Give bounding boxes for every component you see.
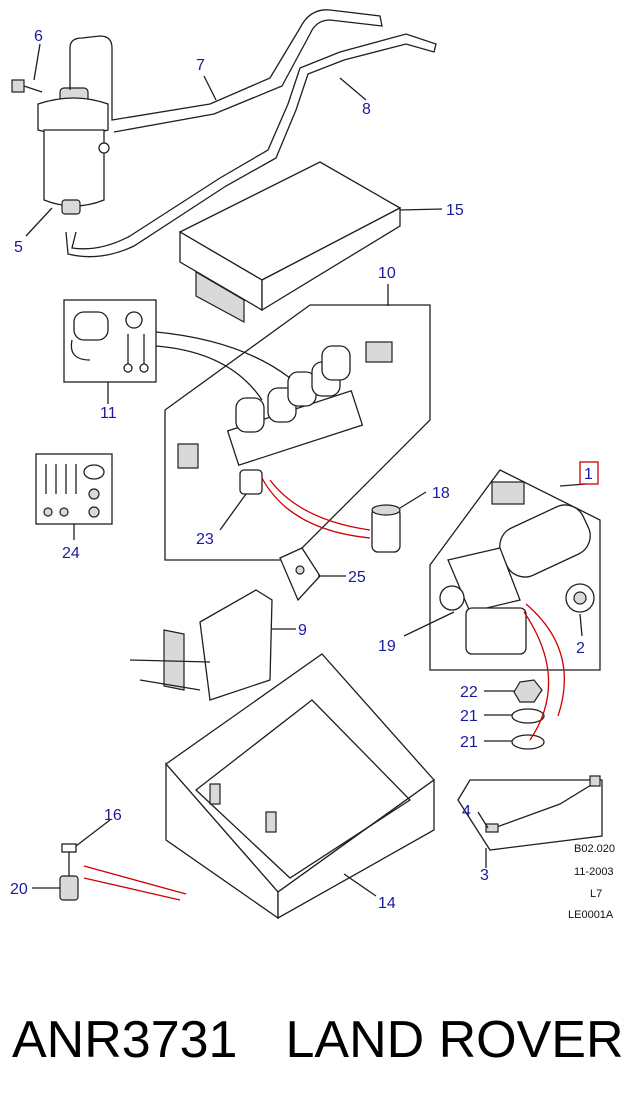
callout-5: 5 [14, 239, 23, 256]
callouts: 6 7 8 5 15 10 11 18 1 23 24 25 9 19 2 22… [10, 28, 593, 912]
callout-23: 23 [196, 531, 214, 548]
solenoid-kit [63, 299, 291, 401]
parts-diagram: 6 7 8 5 15 10 11 18 1 23 24 25 9 19 2 22… [10, 9, 615, 921]
air-pipes [65, 9, 437, 258]
air-dryer [37, 87, 110, 215]
callout-18: 18 [432, 485, 450, 502]
callout-10: 10 [378, 265, 396, 282]
sensor [371, 504, 401, 553]
washer-lower [511, 734, 545, 750]
cover [178, 161, 402, 324]
callout-14: 14 [378, 895, 396, 912]
reference-code: B02.020 [574, 843, 615, 855]
fixings-kit [35, 453, 113, 525]
callout-21-lower: 21 [460, 734, 478, 751]
bush [59, 875, 79, 901]
callout-22: 22 [460, 684, 478, 701]
callout-3: 3 [480, 867, 489, 884]
washer-upper [511, 708, 545, 724]
tray [165, 653, 435, 920]
callout-1: 1 [584, 466, 593, 483]
reference-date: 11-2003 [574, 866, 614, 878]
brand-name: LAND ROVER [285, 1011, 624, 1069]
callout-25: 25 [348, 569, 366, 586]
reference-level: L7 [590, 888, 602, 900]
reference-doc-id: LE0001A [568, 909, 614, 921]
valve-block-group [164, 304, 431, 561]
isolator-mount [129, 589, 273, 701]
part-number: ANR3731 [12, 1011, 238, 1069]
screw [61, 843, 77, 876]
seal [565, 583, 595, 613]
callout-20: 20 [10, 881, 28, 898]
leader-lines [25, 43, 587, 897]
callout-9: 9 [298, 622, 307, 639]
compressor-group [429, 469, 601, 671]
nut [513, 679, 543, 703]
callout-16: 16 [104, 807, 122, 824]
exploded-view: 6 7 8 5 15 10 11 18 1 23 24 25 9 19 2 22… [10, 9, 615, 921]
pipe-assembly [457, 775, 603, 851]
callout-8: 8 [362, 101, 371, 118]
callout-15: 15 [446, 202, 464, 219]
caption: ANR3731 LAND ROVER [12, 1000, 624, 1080]
bracket [279, 547, 321, 602]
highlight-links [83, 461, 599, 901]
reference-block: B02.020 11-2003 L7 LE0001A [568, 843, 615, 921]
callout-11: 11 [100, 405, 117, 422]
callout-7: 7 [196, 57, 205, 74]
callout-6: 6 [34, 28, 43, 45]
callout-24: 24 [62, 545, 80, 562]
bolt [11, 79, 43, 93]
callout-2: 2 [576, 640, 585, 657]
callout-21-upper: 21 [460, 708, 478, 725]
callout-4: 4 [462, 803, 471, 820]
callout-19: 19 [378, 638, 396, 655]
